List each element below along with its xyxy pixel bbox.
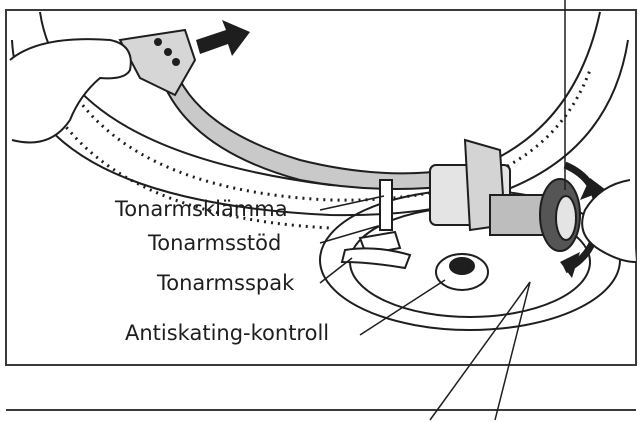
- pivot-assembly: [429, 138, 581, 252]
- illustration-frame: [5, 9, 637, 366]
- label-anti-skating: Antiskating-kontroll: [125, 321, 330, 345]
- label-arm-clamp: Tonarmsklämma: [115, 197, 288, 221]
- hand-icon: [9, 38, 132, 144]
- tonearm: [160, 68, 462, 190]
- label-arm-rest: Tonarmsstöd: [148, 231, 282, 255]
- motion-arrow-icon: [196, 20, 250, 56]
- rotation-arrow-head-bottom: [560, 252, 580, 278]
- label-arm-lever: Tonarmsspak: [157, 271, 295, 295]
- rotation-arrow-head-top: [580, 178, 606, 200]
- headshell: [118, 28, 197, 97]
- arm-rest-assembly: [340, 179, 412, 270]
- leader-lines: [319, 0, 566, 421]
- anti-skating-knob: [435, 253, 489, 291]
- right-hand-icon: [581, 179, 637, 263]
